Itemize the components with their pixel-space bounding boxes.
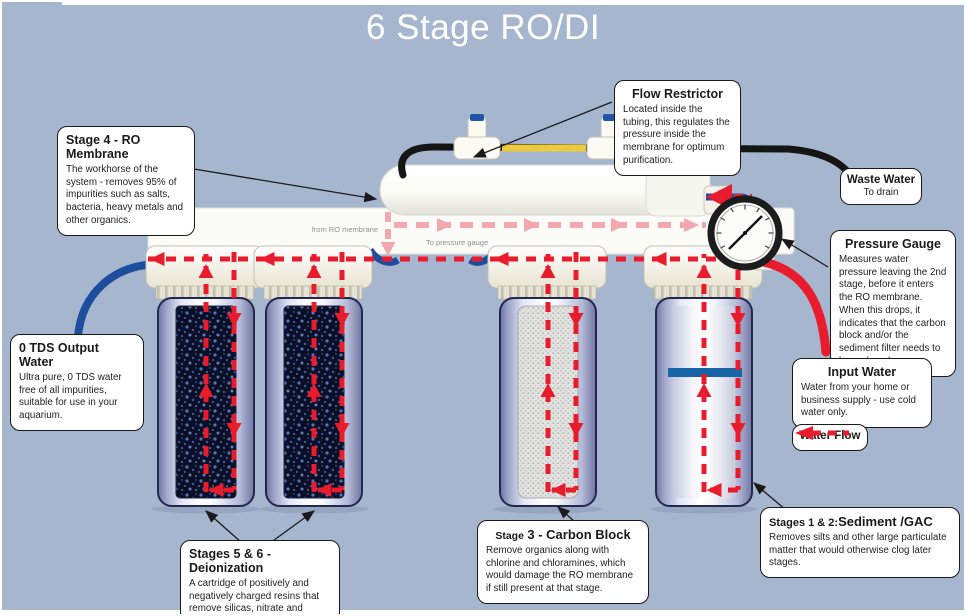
pink-flow-arrows	[380, 212, 706, 256]
waste-water-tube	[398, 143, 858, 184]
callout-body: The workhorse of the system - removes 95…	[66, 164, 184, 226]
callout-title: Stages 5 & 6 - Deionization	[189, 547, 271, 575]
callout-stages-1-2-sediment-gac: Stages 1 & 2:Sediment /GAC Removes silts…	[760, 507, 960, 579]
bottom-border-strip	[2, 610, 964, 614]
callout-pressure-gauge: Pressure Gauge Measures water pressure l…	[830, 230, 956, 377]
callout-body: Ultra pure, 0 TDS water free of all impu…	[19, 372, 122, 422]
callout-body: Located inside the tubing, this regulate…	[623, 104, 730, 166]
callout-title-prefix: Stage	[495, 530, 524, 542]
callout-waste-water: Waste Water To drain	[840, 168, 922, 205]
callout-title: Flow Restrictor	[632, 87, 723, 101]
red-flow-lines	[148, 201, 768, 493]
carbon-band	[668, 368, 742, 377]
callout-connector-lines	[193, 101, 829, 544]
page-title: 6 Stage RO/DI	[365, 8, 601, 47]
water-flow-arrow	[795, 426, 849, 440]
callout-title: Stage 3 - Carbon Block	[486, 527, 640, 542]
callout-water-flow-legend: Water Flow	[792, 424, 868, 451]
callout-title: Input Water	[827, 365, 897, 379]
label-to-pressure-gauge: To pressure gauge	[426, 238, 488, 247]
callout-flow-restrictor: Flow Restrictor Located inside the tubin…	[614, 80, 741, 176]
callout-title: Stages 1 & 2:Sediment /GAC	[769, 514, 951, 529]
callout-title: Pressure Gauge	[845, 237, 941, 251]
callout-stage3-carbon-block: Stage 3 - Carbon Block Remove organics a…	[477, 520, 649, 604]
callout-title-prefix: Stages 1 & 2:	[769, 517, 839, 529]
callout-body: A cartridge of positively and negatively…	[189, 578, 320, 615]
tube-t-fitting-left	[453, 114, 501, 160]
callout-body: Removes silts and other large particulat…	[769, 532, 947, 569]
input-water-tube	[759, 257, 831, 357]
callout-stage4-ro-membrane: Stage 4 - RO Membrane The workhorse of t…	[57, 126, 195, 236]
pressure-gauge	[707, 195, 783, 271]
callout-stages-5-6-deionization: Stages 5 & 6 - Deionization A cartridge …	[180, 540, 340, 615]
callout-title: Stage 4 - RO Membrane	[66, 133, 141, 161]
callout-title: Waste Water	[846, 174, 916, 186]
top-border-strip	[62, 2, 964, 5]
output-water-tube	[74, 260, 160, 340]
callout-title: 0 TDS Output Water	[19, 341, 99, 369]
sediment-canister	[643, 245, 775, 507]
callout-body: Measures water pressure leaving the 2nd …	[839, 254, 947, 367]
callout-title-main: Sediment /GAC	[838, 514, 933, 529]
callout-title-main: 3 - Carbon Block	[527, 527, 631, 542]
label-from-ro-membrane: from RO membrane	[312, 225, 378, 234]
callout-body: Water from your home or business supply …	[801, 382, 916, 419]
callout-tds-output-water: 0 TDS Output Water Ultra pure, 0 TDS wat…	[10, 334, 144, 431]
callout-body: Remove organics along with chlorine and …	[486, 545, 634, 595]
callout-input-water: Input Water Water from your home or busi…	[792, 358, 932, 429]
callout-body: To drain	[863, 187, 899, 198]
